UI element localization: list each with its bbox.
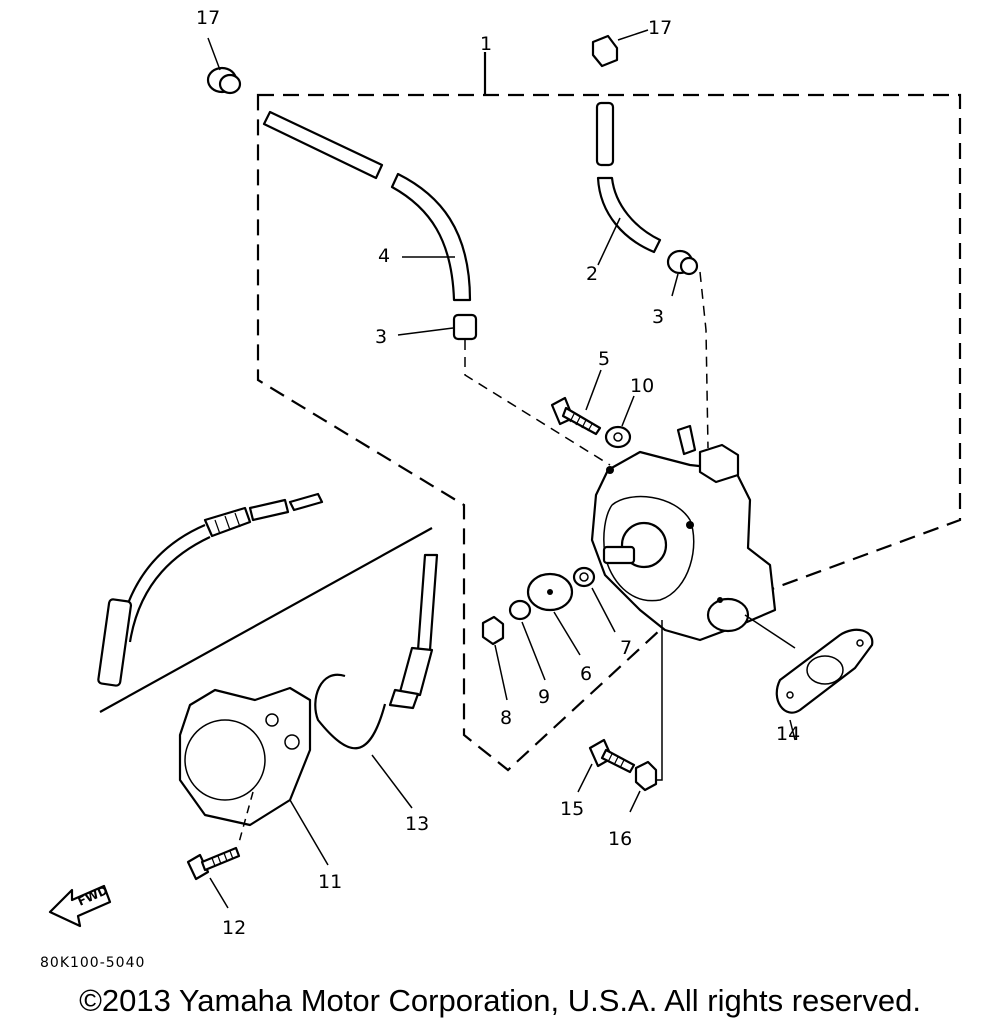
assembly-boundary bbox=[256, 93, 962, 772]
callout-5: 5 bbox=[598, 348, 610, 370]
copyright-notice: ©2013 Yamaha Motor Corporation, U.S.A. A… bbox=[79, 983, 921, 1018]
callout-15: 15 bbox=[560, 798, 584, 820]
bolt-15 bbox=[577, 738, 636, 793]
washer-9 bbox=[508, 599, 546, 681]
bolt-12 bbox=[186, 791, 254, 909]
nut-8 bbox=[481, 615, 508, 701]
callout-3-left: 3 bbox=[375, 326, 387, 348]
gasket-14 bbox=[744, 614, 874, 741]
hose-4 bbox=[262, 110, 472, 302]
cover-11 bbox=[178, 686, 329, 866]
washer-10 bbox=[604, 395, 635, 449]
callout-10: 10 bbox=[630, 375, 654, 397]
cable-assembly bbox=[97, 492, 324, 687]
cable-reference-line bbox=[99, 527, 433, 713]
callout-14: 14 bbox=[776, 723, 800, 745]
callout-4: 4 bbox=[378, 245, 390, 267]
hose-2 bbox=[595, 101, 662, 266]
forward-arrow-icon: FWD bbox=[48, 883, 112, 928]
callout-13: 13 bbox=[405, 813, 429, 835]
clamp-3-left bbox=[397, 313, 611, 466]
washer-7 bbox=[572, 566, 616, 633]
collar-17-right bbox=[591, 29, 649, 68]
bolt-5 bbox=[550, 369, 602, 436]
callout-6: 6 bbox=[580, 663, 592, 685]
clamp-3-right bbox=[666, 249, 709, 449]
callout-16: 16 bbox=[608, 828, 632, 850]
nut-16 bbox=[629, 620, 663, 813]
plate-6 bbox=[526, 572, 581, 656]
collar-17-left bbox=[206, 37, 242, 95]
drawing-code: 80K100-5040 bbox=[40, 955, 145, 971]
callout-11: 11 bbox=[318, 871, 342, 893]
sensor-13 bbox=[314, 553, 439, 809]
callout-1: 1 bbox=[480, 33, 492, 55]
callout-9: 9 bbox=[538, 686, 550, 708]
callout-2: 2 bbox=[586, 263, 598, 285]
callout-12: 12 bbox=[222, 917, 246, 939]
callout-7: 7 bbox=[620, 637, 632, 659]
callout-17-left: 17 bbox=[196, 7, 220, 29]
callout-17-right: 17 bbox=[648, 17, 672, 39]
callout-8: 8 bbox=[500, 707, 512, 729]
callout-3-right: 3 bbox=[652, 306, 664, 328]
oil-pump-body bbox=[590, 424, 777, 642]
